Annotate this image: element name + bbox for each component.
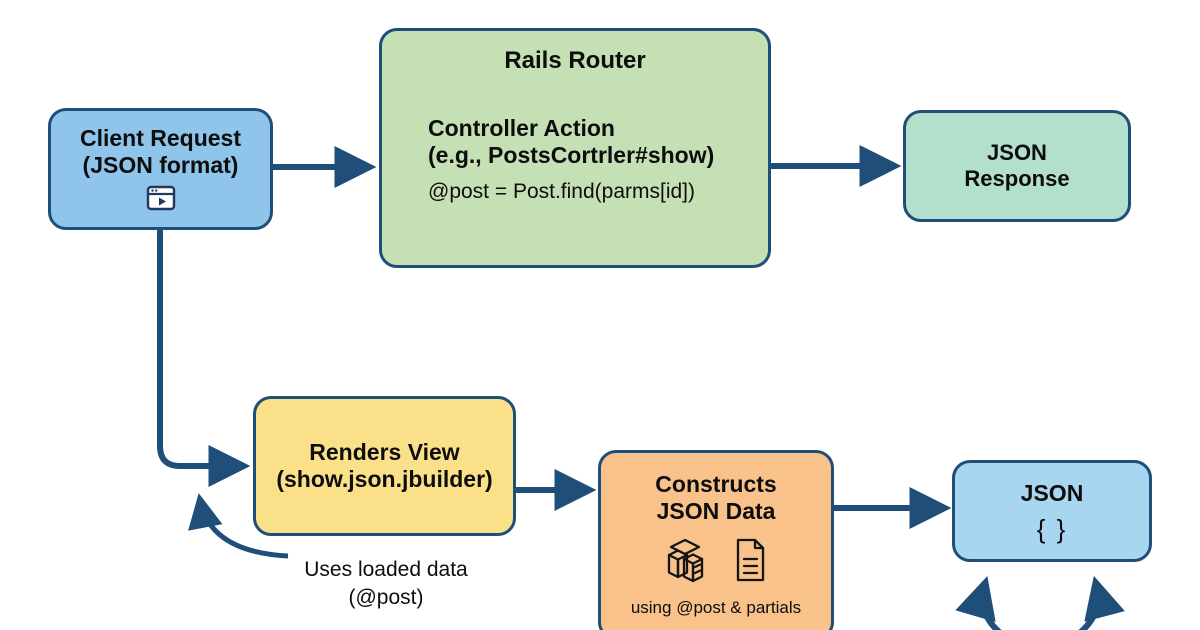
connector-curved-arrow-right-into-json-output (1078, 575, 1125, 630)
node-renders-view-title-line2: (show.json.jbuilder) (276, 466, 493, 492)
connector-curved-arrow-left-into-json-output (955, 575, 1002, 630)
node-constructs-json[interactable]: Constructs JSON Data (598, 450, 834, 630)
node-renders-view[interactable]: Renders View (show.json.jbuilder) (253, 396, 516, 536)
constructs-json-icons (664, 537, 768, 588)
connector-client-request-to-renders-view (157, 230, 251, 487)
node-rails-router-title: Rails Router (504, 47, 646, 74)
node-constructs-json-title-line1: Constructs (655, 471, 777, 497)
node-client-request-title-line2: (JSON format) (82, 152, 239, 179)
node-json-output-braces: { } (1036, 513, 1068, 544)
node-json-output-title: JSON (1020, 480, 1084, 507)
node-json-response[interactable]: JSON Response (903, 110, 1131, 222)
node-json-response-title-line2: Response (964, 166, 1070, 191)
stacked-blocks-icon (664, 537, 706, 588)
controller-action-line1: Controller Action (428, 115, 615, 142)
node-rails-router[interactable]: Rails Router Controller Action (e.g., Po… (379, 28, 771, 268)
node-json-output[interactable]: JSON { } (952, 460, 1152, 562)
controller-action-code: @post = Post.find(parms[id]) (428, 179, 696, 203)
node-renders-view-title-line1: Renders View (309, 438, 460, 465)
node-constructs-json-title-line2: JSON Data (656, 498, 776, 525)
annotation-uses-loaded-data-line1: Uses loaded data (304, 558, 468, 581)
document-lines-icon (732, 537, 768, 588)
constructs-json-caption: using @post & partials (630, 598, 802, 618)
node-client-request[interactable]: Client Request (JSON format) (48, 108, 273, 230)
browser-window-play-icon (146, 185, 176, 216)
node-json-response-title-line1: JSON (987, 140, 1047, 166)
controller-action-line2: (e.g., PostsCortrler#show) (428, 142, 715, 169)
annotation-uses-loaded-data-line2: (@post) (348, 586, 424, 610)
node-client-request-title-line1: Client Request (79, 125, 242, 151)
annotation-uses-loaded-data: Uses loaded data (@post) (268, 556, 504, 613)
controller-action-block: Controller Action (e.g., PostsCortrler#s… (382, 115, 768, 203)
